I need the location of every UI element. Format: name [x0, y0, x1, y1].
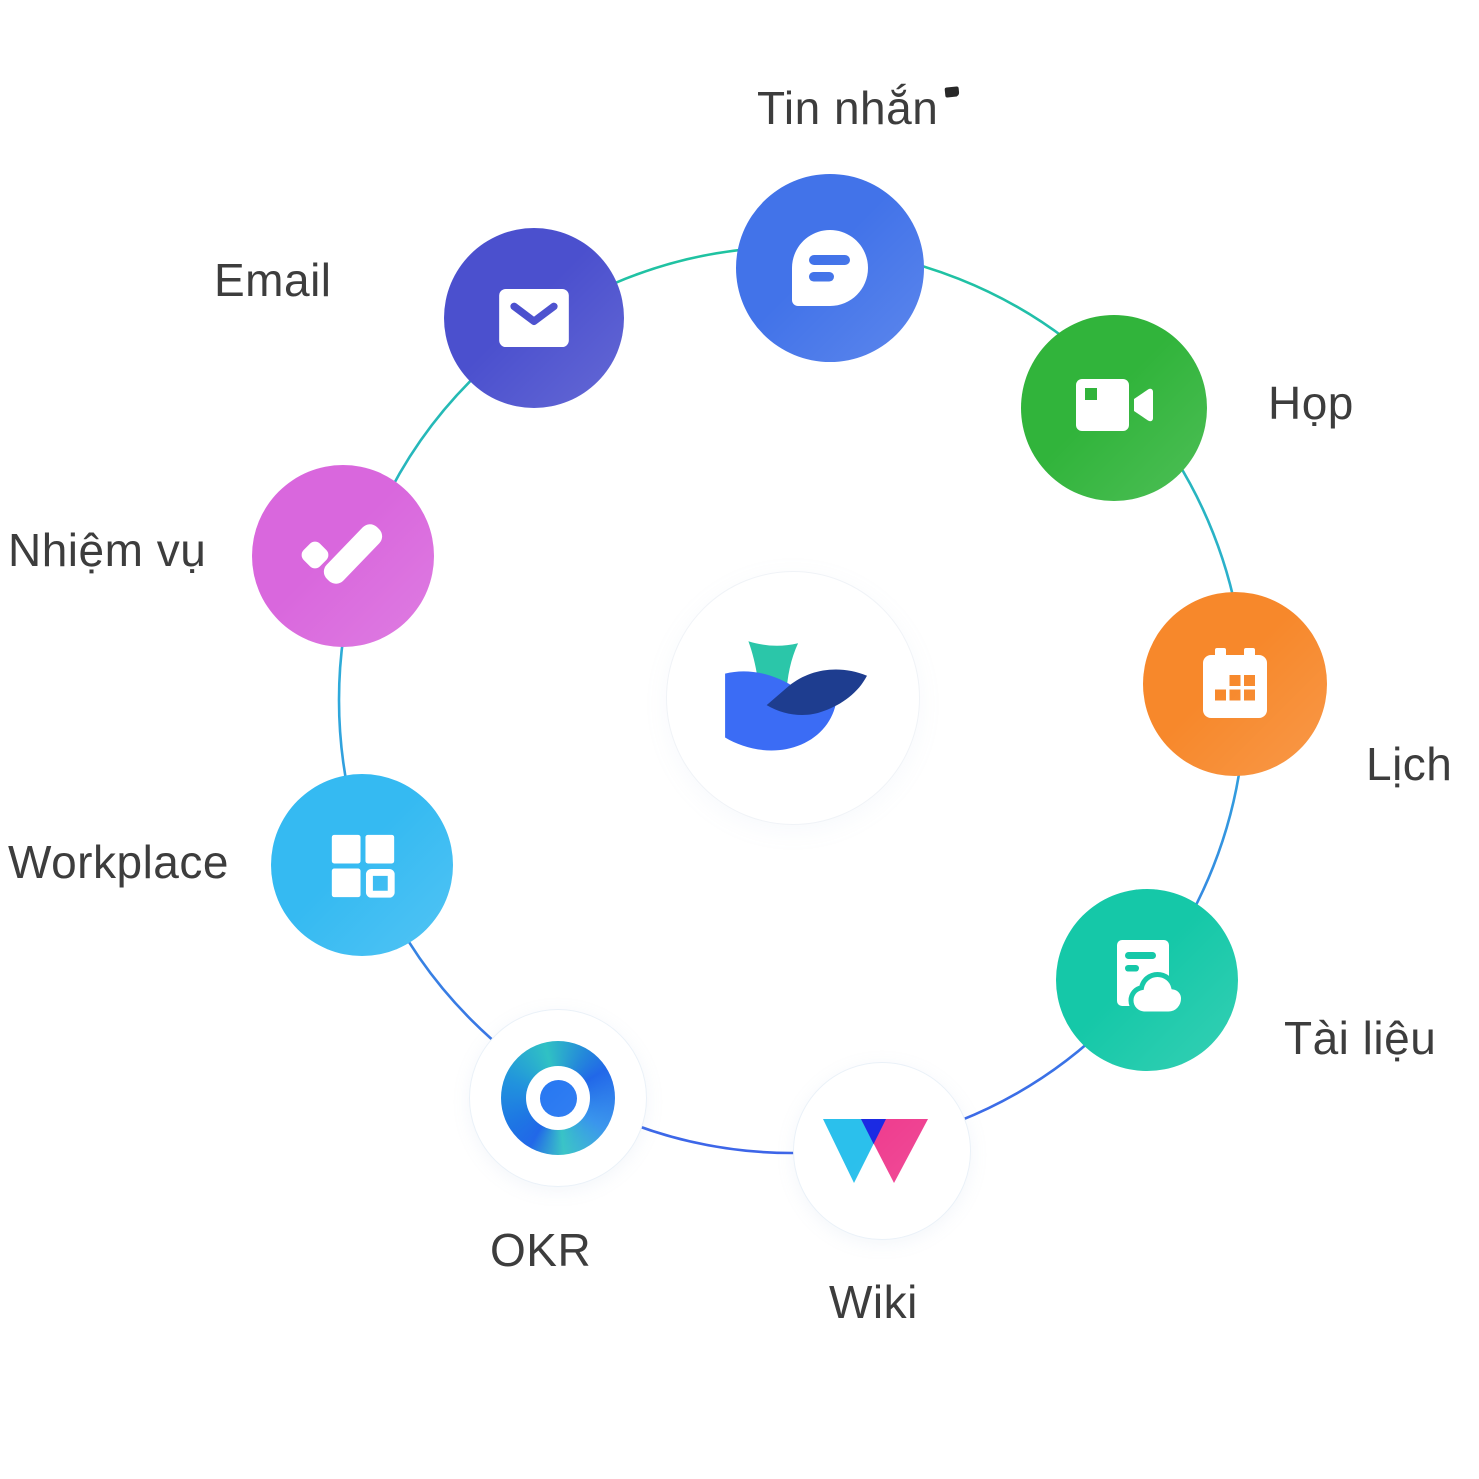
app-circle-wiki: [793, 1062, 971, 1240]
wiki-w-icon: [823, 1119, 928, 1183]
document-cloud-icon: [1117, 940, 1187, 1017]
okr-inner-ring: [526, 1066, 590, 1130]
video-camera-icon: [1076, 379, 1153, 431]
center-logo-circle: [666, 571, 920, 825]
app-circle-messages: [736, 174, 924, 362]
app-grid-icon: [331, 834, 395, 898]
app-circle-email: [444, 228, 624, 408]
app-circle-meetings: [1021, 315, 1207, 501]
app-circle-okr: [469, 1009, 647, 1187]
okr-center-dot: [539, 1079, 577, 1117]
app-label-okr: OKR: [490, 1224, 592, 1276]
app-label-email: Email: [214, 254, 332, 306]
calendar-icon: [1203, 648, 1267, 718]
app-label-tasks: Nhiệm vụ: [8, 524, 207, 576]
app-label-calendar: Lịch: [1366, 738, 1453, 790]
okr-rings-icon: [501, 1041, 615, 1155]
app-circle-docs: [1056, 889, 1238, 1071]
app-label-wiki: Wiki: [829, 1276, 918, 1328]
app-label-docs: Tài liệu: [1284, 1012, 1437, 1064]
app-label-workplace: Workplace: [8, 836, 229, 888]
app-circle-workplace: [271, 774, 453, 956]
stray-mark: [944, 86, 960, 98]
app-circle-calendar: [1143, 592, 1327, 776]
checkmark-icon: [301, 524, 383, 584]
app-label-meetings: Họp: [1268, 377, 1354, 429]
chat-bubble-icon: [792, 230, 868, 306]
app-circle-tasks: [252, 465, 434, 647]
lark-bird-logo-icon: [725, 641, 867, 751]
envelope-icon: [499, 288, 569, 348]
app-label-messages: Tin nhắn: [757, 82, 939, 134]
